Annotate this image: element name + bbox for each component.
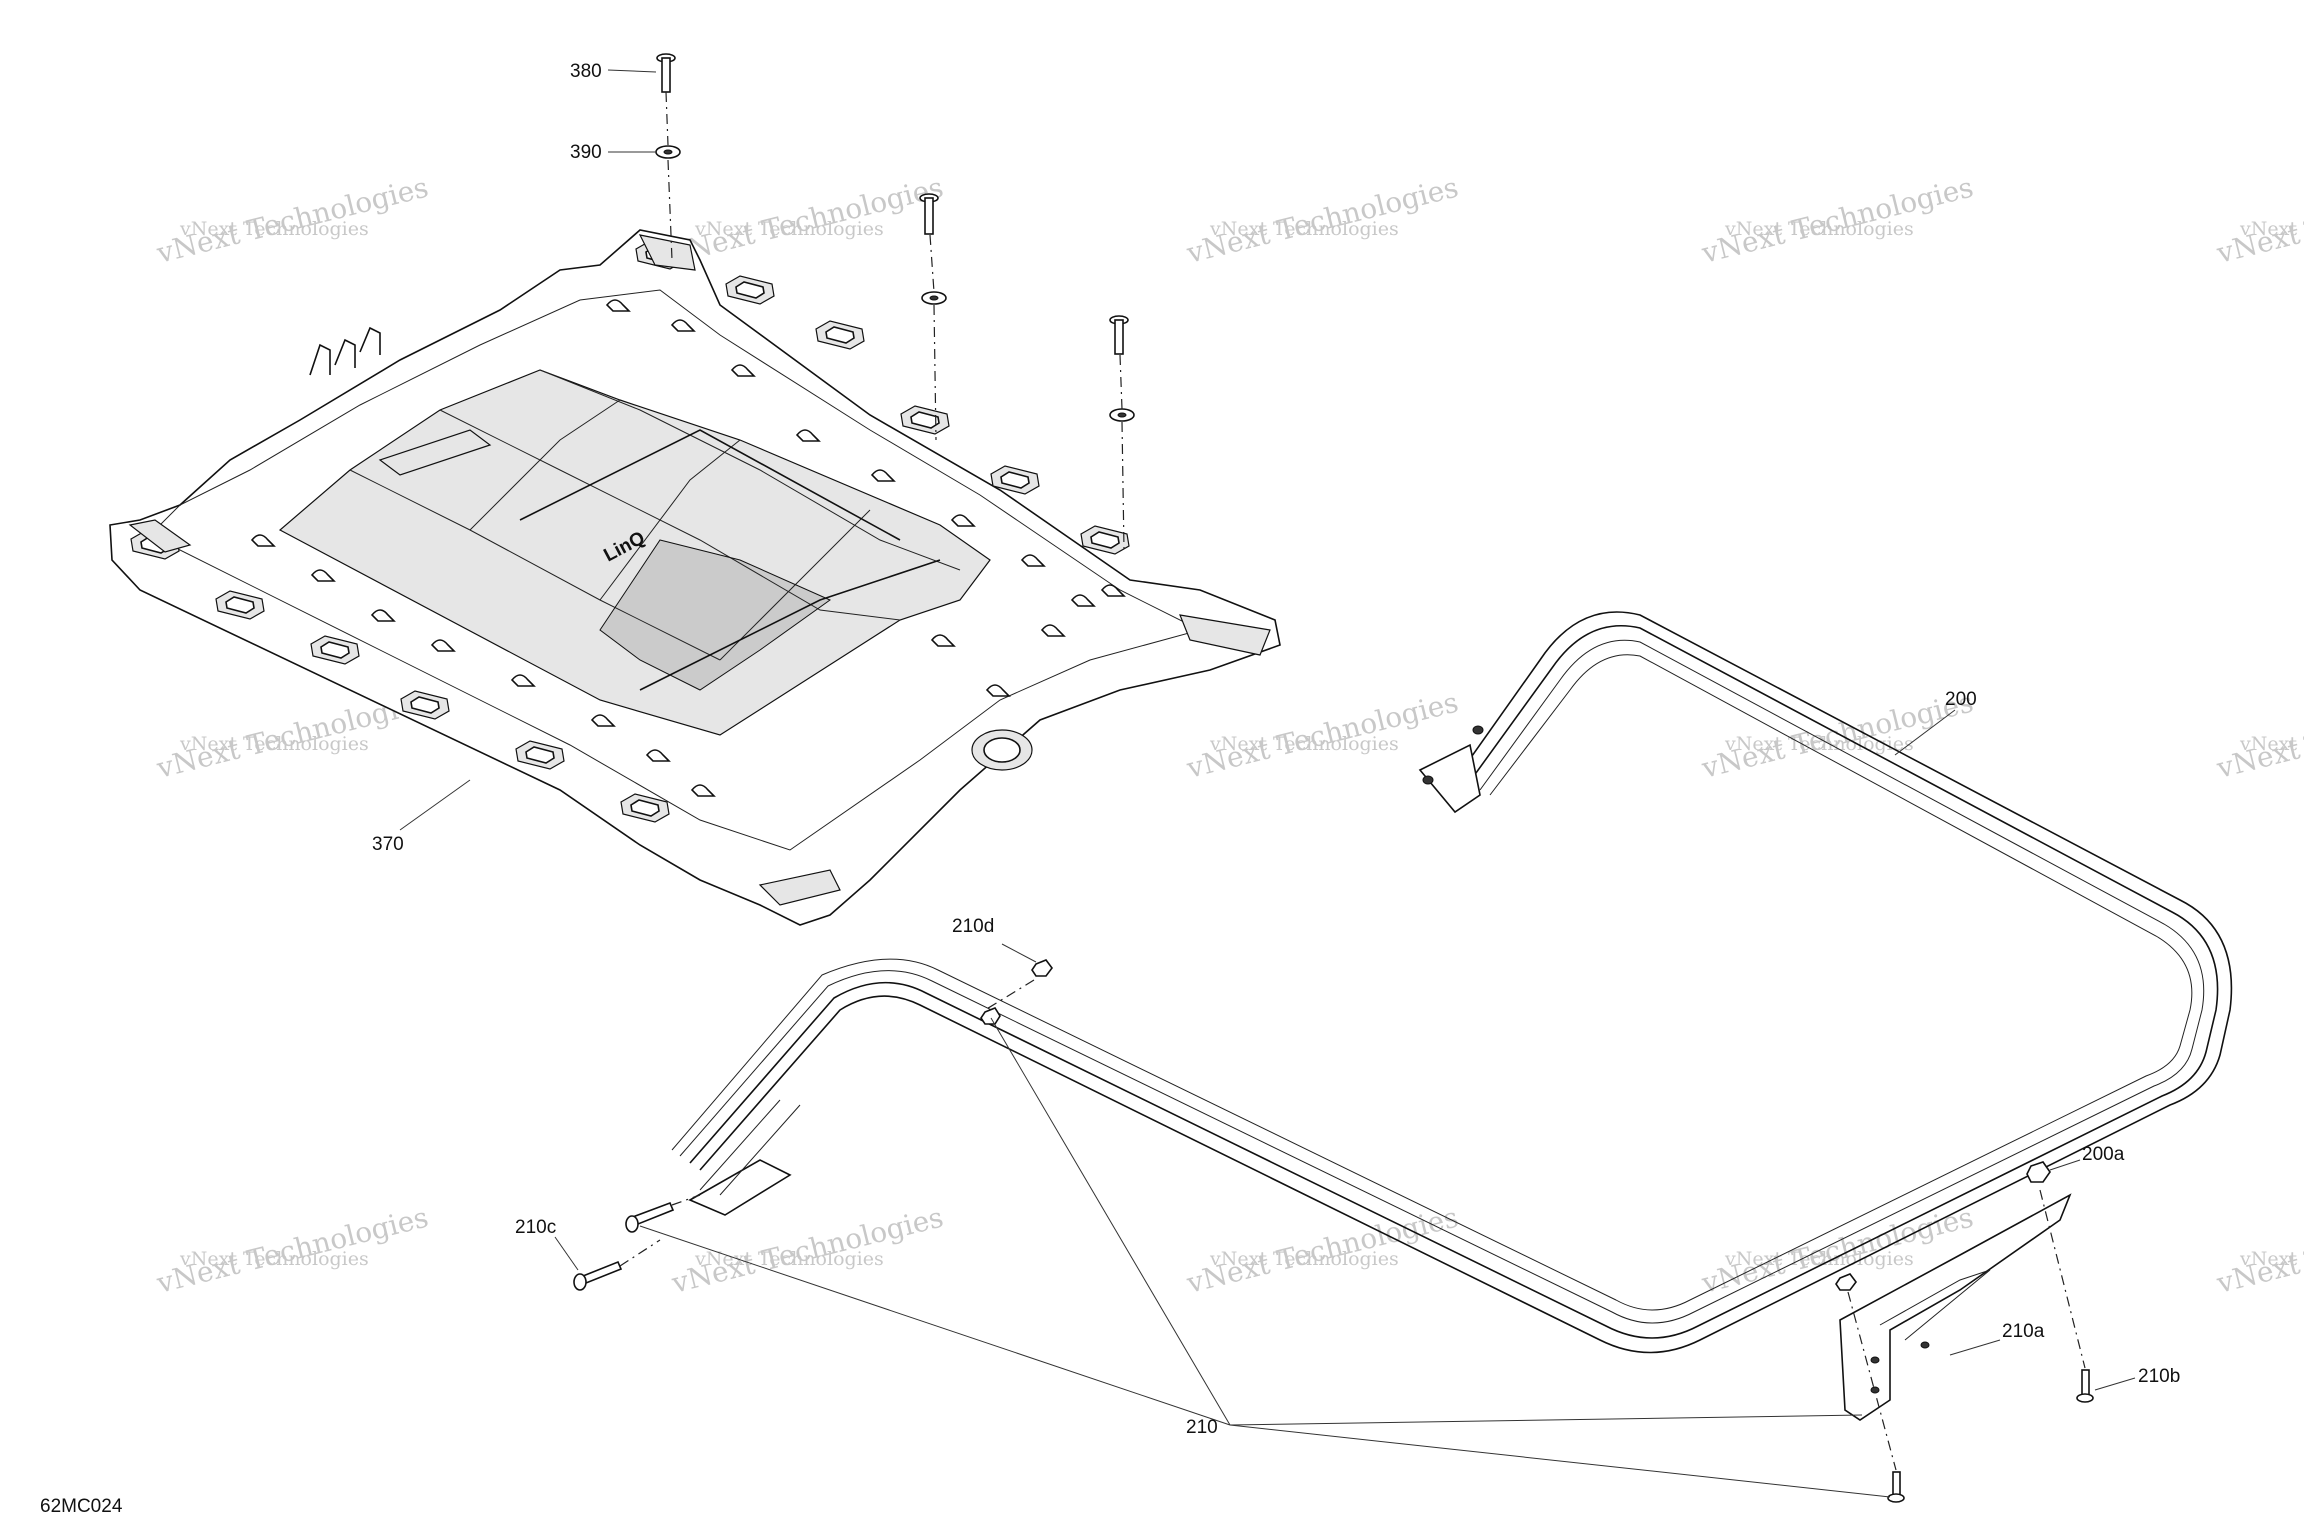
callout-210d: 210d [952,916,994,937]
rim-pocket-inner [630,799,660,817]
callout-380: 380 [570,61,602,82]
callout-210b: 210b [2138,1366,2180,1387]
clip-hole [730,364,756,377]
rim-pocket-inner [910,411,940,429]
washer-390 [655,145,681,159]
clip-hole [370,609,396,622]
rim-pocket-inner [735,281,765,299]
bolt-upper-mid [919,193,947,305]
watermark-text: vNext Technologies [179,218,369,240]
callout-210: 210 [1186,1417,1218,1438]
clip-hole [510,674,536,687]
clip-hole [1100,584,1126,597]
bolt-380 [656,53,676,93]
rim-pocket-inner [825,326,855,344]
watermark-text: vNext Technologies [2239,218,2304,240]
clip-hole [605,299,631,312]
callout-210a: 210a [2002,1321,2045,1342]
nut-200a [2026,1161,2051,1183]
clip-hole [670,319,696,332]
rim-pocket-inner [225,596,255,614]
watermark-text: vNext Technologies [2239,1248,2304,1270]
roof-rack-panel-370: LinQ [109,229,1281,926]
rail-frame-200 [671,611,2233,1421]
watermark-text: vNext Technologies [179,1248,369,1270]
nut-210d [1031,959,1053,977]
clip-hole [250,534,276,547]
callout-390: 390 [570,142,602,163]
clip-hole [1070,594,1096,607]
watermark-text: vNext Technologies [1209,1248,1399,1270]
bolt-210c-lower [573,1260,623,1291]
nut-lower-mid [980,1007,1001,1025]
rim-pocket-inner [525,746,555,764]
rim-pocket-inner [1000,471,1030,489]
watermark-text: vNext Technologies [1209,733,1399,755]
clip-hole [1020,554,1046,567]
bolt-210-bottom [1887,1471,1905,1503]
clip-hole [590,714,616,727]
clip-hole [930,634,956,647]
callout-200: 200 [1945,689,1977,710]
drawing-code: 62MC024 [40,1496,123,1517]
bolt-210c-upper [625,1201,675,1233]
clip-hole [795,429,821,442]
rim-pocket-inner [320,641,350,659]
rim-pocket-inner [410,696,440,714]
clip-hole [870,469,896,482]
watermark-text: vNext Technologies [179,733,369,755]
watermark-text: vNext Technologies [1724,218,1914,240]
callout-210c: 210c [515,1217,556,1238]
clip-hole [645,749,671,762]
watermark-text: vNext Technologies [2239,733,2304,755]
clip-hole [950,514,976,527]
bolt-210b [2076,1369,2094,1403]
rim-pocket-inner [1090,531,1120,549]
watermark-text: vNext Technologies [1724,1248,1914,1270]
watermark-text: vNext Technologies [1209,218,1399,240]
nut-right-lower [1835,1273,1857,1291]
bolt-upper-right [1109,315,1135,422]
callout-200a: 200a [2082,1144,2125,1165]
watermark-text: vNext Technologies [694,218,884,240]
clip-hole [1040,624,1066,637]
leader-lines [399,69,2136,1498]
clip-hole [690,784,716,797]
clip-hole [430,639,456,652]
clip-hole [985,684,1011,697]
watermark-text: vNext Technologies [694,1248,884,1270]
callout-370: 370 [372,834,404,855]
clip-hole [310,569,336,582]
